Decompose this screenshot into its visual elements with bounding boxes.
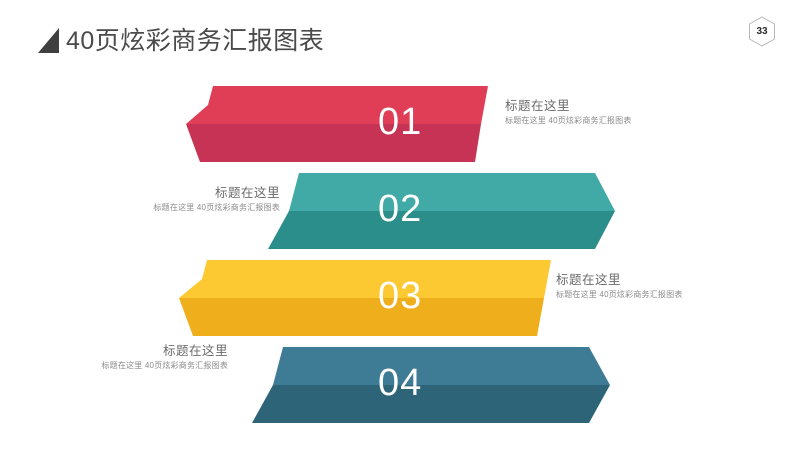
band-02-top-face <box>289 173 615 211</box>
callout-04[interactable]: 标题在这里 标题在这里 40页炫彩商务汇报图表 <box>28 343 228 372</box>
band-01-top-face <box>186 86 488 124</box>
band-04-bottom-face <box>252 385 610 423</box>
callout-03-title: 标题在这里 <box>556 273 622 287</box>
band-03-top-face <box>179 260 551 298</box>
band-04-shape <box>252 347 610 423</box>
title-row: 40页炫彩商务汇报图表 <box>38 28 324 55</box>
page-title: 40页炫彩商务汇报图表 <box>66 27 325 55</box>
band-01-shape <box>186 86 488 162</box>
band-04[interactable]: 04 <box>0 78 800 450</box>
page-number-badge: 33 <box>748 16 776 47</box>
band-02-shape <box>268 173 615 249</box>
callout-01-title: 标题在这里 <box>505 99 571 113</box>
callout-02-title: 标题在这里 <box>214 186 280 200</box>
slide-header: 40页炫彩商务汇报图表 33 <box>0 0 800 78</box>
band-02-bottom-face <box>268 211 615 249</box>
arrow-band-diagram: 01 02 03 04 标题在这里 标题在这里 40页炫彩商务汇报图表 标题在这… <box>0 78 800 450</box>
callout-03[interactable]: 标题在这里 标题在这里 40页炫彩商务汇报图表 <box>556 272 756 301</box>
callout-02[interactable]: 标题在这里 标题在这里 40页炫彩商务汇报图表 <box>80 185 280 214</box>
band-04-top-face <box>273 347 610 385</box>
triangle-icon <box>38 28 59 53</box>
band-01[interactable]: 01 <box>0 78 800 450</box>
band-03-shape <box>179 260 551 336</box>
hexagon-icon <box>749 16 775 47</box>
callout-01[interactable]: 标题在这里 标题在这里 40页炫彩商务汇报图表 <box>505 98 705 127</box>
band-01-bottom-face <box>186 124 481 162</box>
callout-02-desc: 标题在这里 40页炫彩商务汇报图表 <box>153 203 280 212</box>
callout-03-desc: 标题在这里 40页炫彩商务汇报图表 <box>556 290 683 299</box>
band-03-bottom-face <box>179 298 544 336</box>
callout-01-desc: 标题在这里 40页炫彩商务汇报图表 <box>505 116 632 125</box>
callout-04-title: 标题在这里 <box>162 344 228 358</box>
page-number-text: 33 <box>756 25 768 37</box>
callout-04-desc: 标题在这里 40页炫彩商务汇报图表 <box>101 361 228 370</box>
